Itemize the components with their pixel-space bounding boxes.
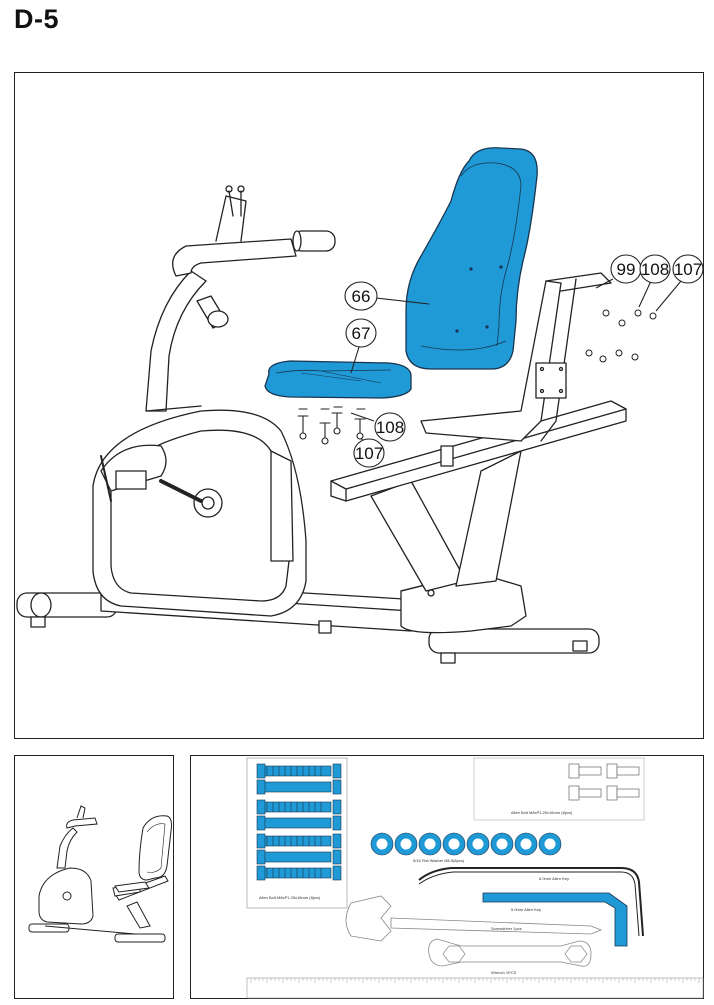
callout-107a-circle xyxy=(672,254,704,284)
label-allen-key-6: 6.0mm Allen Key xyxy=(539,876,569,881)
backrest-frame xyxy=(420,272,612,442)
handlebars xyxy=(172,185,336,277)
front-stabilizer xyxy=(16,592,118,628)
callout-99: 99 xyxy=(617,260,636,279)
tension-knob xyxy=(196,295,229,329)
rear-stabilizer xyxy=(428,628,600,664)
step-title: D-5 xyxy=(14,4,60,34)
callout-66-circle xyxy=(344,281,378,311)
measuring-ruler xyxy=(246,977,704,999)
label-allen-key-5: 5.0mm Allen Key xyxy=(511,907,541,912)
label-washer: 5/16 Flat Washer Ø8.5(8pcs) xyxy=(413,858,465,863)
assembly-diagram: 66 67 99 108 107 108 107 xyxy=(16,147,704,664)
callout-107-top: 107 xyxy=(674,260,702,279)
callout-107b-circle xyxy=(353,438,385,468)
hardware-kit: Allen Bolt M8xP1.25x18mm (8pcs) Allen Bo… xyxy=(246,757,704,999)
callout-108a-circle xyxy=(639,254,671,284)
callout-108b-circle xyxy=(374,412,406,442)
seat-pad-highlight xyxy=(264,360,412,399)
handlebar-post xyxy=(145,270,207,412)
assembled-bike-thumbnail xyxy=(28,805,172,943)
callout-107-seat: 107 xyxy=(355,444,383,463)
allen-bolt-small-set xyxy=(568,763,640,801)
hardware-kit-frame: Allen Bolt M8xP1.25x18mm (8pcs) Allen Bo… xyxy=(190,755,704,999)
flywheel-cover xyxy=(92,409,307,617)
callout-67: 67 xyxy=(352,324,371,343)
seat-bolts xyxy=(297,406,366,445)
label-screwdriver: Screwdriver 1pcs xyxy=(491,926,522,931)
label-allen-bolt-small: Allen Bolt M8xP1.25x16mm (8pcs) xyxy=(511,810,573,815)
callout-108-top: 108 xyxy=(641,260,669,279)
allen-bolt-blister xyxy=(256,763,342,881)
callout-66: 66 xyxy=(352,287,371,306)
label-wrench: Wrench 1PCS xyxy=(491,970,517,975)
callout-108-seat: 108 xyxy=(376,418,404,437)
backrest-pad-highlight xyxy=(405,147,538,370)
label-allen-bolt-large: Allen Bolt M8xP1.25x18mm (8pcs) xyxy=(259,895,321,900)
assembly-diagram-frame: 66 67 99 108 107 108 107 xyxy=(14,72,704,739)
callout-67-circle xyxy=(345,318,377,348)
assembled-bike-thumbnail-frame xyxy=(14,755,174,999)
backrest-bolts xyxy=(585,309,657,363)
flat-washers xyxy=(370,832,562,856)
